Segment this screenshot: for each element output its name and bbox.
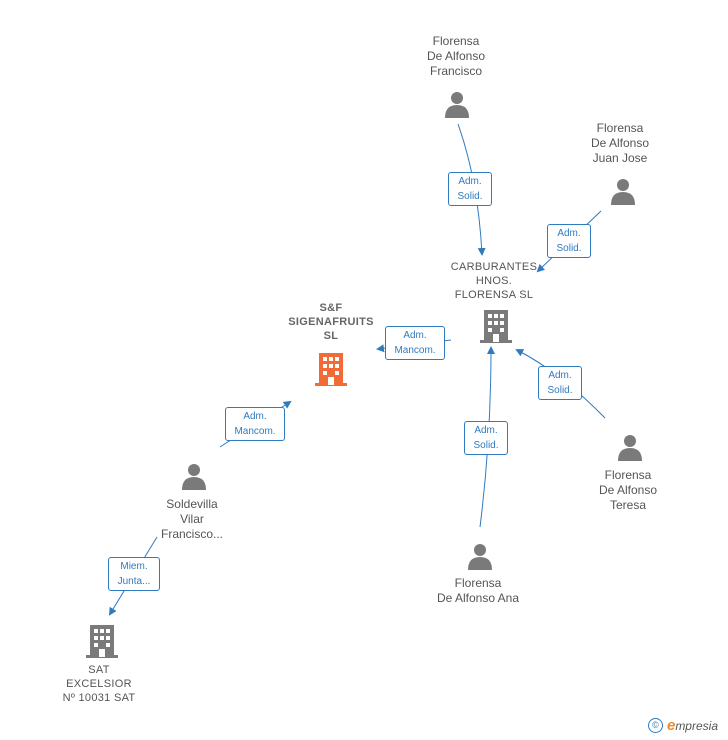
relation-line: Adm.	[243, 411, 267, 422]
brand-logo: empresia	[667, 717, 718, 734]
brand-rest: mpresia	[675, 719, 718, 733]
relation-line: Mancom.	[234, 426, 276, 437]
label-line: FLORENSA SL	[454, 289, 534, 301]
relation-ana-carburantes[interactable]: Adm. Solid.	[464, 421, 508, 455]
florensa-ana-label[interactable]: Florensa De Alfonso Ana	[437, 576, 519, 606]
label-line: CARBURANTES	[450, 261, 538, 273]
carburantes-label[interactable]: CARBURANTES HNOS. FLORENSA SL	[451, 260, 537, 302]
relation-teresa-carburantes[interactable]: Adm. Solid.	[538, 366, 582, 400]
person-icon-juan-jose	[611, 179, 635, 205]
soldevilla-label[interactable]: Soldevilla Vilar Francisco...	[161, 497, 223, 542]
label-line: Francisco	[429, 64, 483, 78]
relation-line: Solid.	[473, 440, 499, 451]
florensa-teresa-label[interactable]: Florensa De Alfonso Teresa	[599, 468, 657, 513]
label-line: Florensa	[432, 34, 480, 48]
label-line: SAT	[88, 664, 110, 676]
person-icon-soldevilla	[182, 464, 206, 490]
relation-line: Junta...	[117, 576, 151, 587]
label-line: Vilar	[180, 512, 204, 526]
relation-line: Solid.	[556, 243, 582, 254]
relation-carburantes-focus[interactable]: Adm. Mancom.	[385, 326, 445, 360]
label-line: EXCELSIOR	[66, 678, 132, 690]
building-icon-focus	[315, 353, 347, 386]
label-line: De Alfonso	[426, 49, 486, 63]
relation-line: Solid.	[457, 191, 483, 202]
relation-soldevilla-sat[interactable]: Miem. Junta...	[108, 557, 160, 591]
relation-line: Adm.	[474, 425, 498, 436]
label-line: Nº 10031 SAT	[62, 692, 136, 704]
relation-line: Adm.	[548, 370, 572, 381]
label-line: S&F	[319, 302, 343, 314]
focus-company-label[interactable]: S&F SIGENAFRUITS SL	[288, 301, 374, 343]
copyright-icon: ©	[647, 718, 663, 733]
person-icon-ana	[468, 544, 492, 570]
sat-excelsior-label[interactable]: SAT EXCELSIOR Nº 10031 SAT	[63, 663, 136, 705]
label-line: Florensa	[454, 576, 502, 590]
label-line: De Alfonso	[590, 136, 650, 150]
label-line: De Alfonso	[598, 483, 658, 497]
label-line: Juan Jose	[592, 151, 648, 165]
relation-juan-jose-carburantes[interactable]: Adm. Solid.	[547, 224, 591, 258]
relation-line: Mancom.	[394, 345, 436, 356]
label-line: SIGENAFRUITS	[288, 316, 374, 328]
relation-soldevilla-focus[interactable]: Adm. Mancom.	[225, 407, 285, 441]
relation-line: Miem.	[120, 561, 148, 572]
building-icon-sat	[86, 625, 118, 658]
relation-francisco-carburantes[interactable]: Adm. Solid.	[448, 172, 492, 206]
relation-line: Adm.	[403, 330, 427, 341]
person-icon-teresa	[618, 435, 642, 461]
relation-line: Adm.	[458, 176, 482, 187]
relation-line: Solid.	[547, 385, 573, 396]
brand-footer: © empresia	[647, 717, 718, 734]
label-line: Francisco...	[160, 527, 224, 541]
label-line: Teresa	[609, 498, 647, 512]
brand-initial: e	[666, 717, 676, 734]
label-line: De Alfonso Ana	[436, 591, 520, 605]
building-icon-carburantes	[480, 310, 512, 343]
label-line: HNOS.	[475, 275, 513, 287]
label-line: Florensa	[604, 468, 652, 482]
person-icon-francisco	[445, 92, 469, 118]
label-line: Soldevilla	[166, 497, 218, 511]
label-line: Florensa	[596, 121, 644, 135]
relation-line: Adm.	[557, 228, 581, 239]
label-line: SL	[323, 330, 339, 342]
florensa-francisco-label[interactable]: Florensa De Alfonso Francisco	[427, 34, 485, 79]
florensa-juan-jose-label[interactable]: Florensa De Alfonso Juan Jose	[591, 121, 649, 166]
